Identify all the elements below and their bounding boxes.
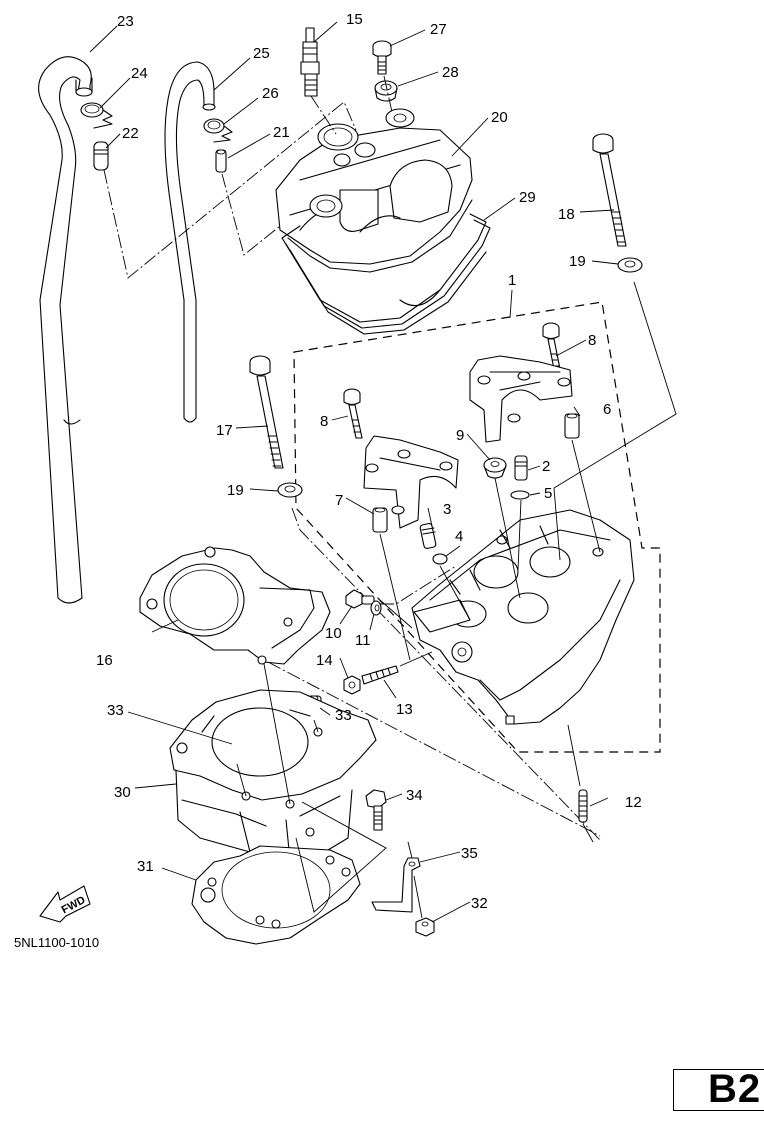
callout-9[interactable]: 9 [456,427,464,444]
drawing-code: 5NL1100-1010 [14,935,99,950]
callout-30[interactable]: 30 [114,784,131,801]
callout-5[interactable]: 5 [544,485,552,502]
cylinder-base-gasket-31[interactable] [191,845,361,945]
o-ring-4[interactable] [432,553,448,565]
callout-10[interactable]: 10 [325,625,342,642]
alignment-line [291,507,601,841]
bolt-8-left[interactable] [343,388,363,439]
dowel-pin-6[interactable] [564,413,580,439]
bracket-35[interactable] [371,857,421,913]
alignment-line [221,173,281,256]
callout-leaders [89,21,619,923]
callout-15[interactable]: 15 [346,11,363,28]
callout-33-left[interactable]: 33 [107,702,124,719]
callout-labels: 23 24 22 25 26 21 15 27 28 20 29 18 19 1… [96,11,642,912]
alignment-line [407,841,423,919]
camshaft-cap-right[interactable] [469,355,573,443]
camshaft-cap-left[interactable] [363,435,459,529]
cylinder-head-1[interactable] [411,509,635,725]
callout-35[interactable]: 35 [461,845,478,862]
bolt-34[interactable] [365,789,387,831]
callout-1[interactable]: 1 [508,272,516,289]
cylinder-head-gasket-16[interactable] [139,546,331,665]
callout-14[interactable]: 14 [316,652,333,669]
callout-6[interactable]: 6 [603,401,611,418]
callout-7[interactable]: 7 [335,492,343,509]
alignment-line [236,663,387,913]
cylinder-head-cover-20[interactable] [275,108,473,273]
breather-hose-23[interactable] [38,56,93,604]
page-label: B2 [708,1067,762,1111]
cylinder-30[interactable] [169,689,377,861]
alignment-line [267,661,601,837]
bolt-10[interactable] [345,589,375,609]
callout-20[interactable]: 20 [491,109,508,126]
breather-fitting-21[interactable] [215,149,227,173]
callout-13[interactable]: 13 [396,701,413,718]
callout-22[interactable]: 22 [122,125,139,142]
page-label-box: B2 [673,1067,764,1111]
hose-fitting-22[interactable] [93,141,109,171]
callout-29[interactable]: 29 [519,189,536,206]
spark-plug-15[interactable] [300,27,320,97]
callout-23[interactable]: 23 [117,13,134,30]
washer-19-left[interactable] [277,482,303,498]
callout-19-left[interactable]: 19 [227,482,244,499]
breather-hose-25[interactable] [164,61,216,423]
callout-16[interactable]: 16 [96,652,113,669]
head-bolt-17[interactable] [249,355,284,469]
washer-19-right[interactable] [617,257,643,273]
cylinder-head-assembly-boundary [293,301,661,753]
bolt-27[interactable] [372,40,392,75]
alignment-line [553,281,677,489]
alignment-line [379,439,601,661]
callout-33-right[interactable]: 33 [335,707,352,724]
hose-clamp-26[interactable] [203,118,233,143]
callout-8-left[interactable]: 8 [320,413,328,430]
cap-9[interactable] [483,457,507,479]
callout-34[interactable]: 34 [406,787,423,804]
callout-4[interactable]: 4 [455,528,463,545]
alignment-line [379,565,471,629]
callout-17[interactable]: 17 [216,422,233,439]
washer-11[interactable] [370,600,382,616]
plug-2[interactable] [514,455,528,481]
stud-bolt-12[interactable] [578,789,588,823]
callout-12[interactable]: 12 [625,794,642,811]
callout-26[interactable]: 26 [262,85,279,102]
callout-32[interactable]: 32 [471,895,488,912]
forward-direction-arrow: FWD [39,885,91,923]
head-cover-gasket-29[interactable] [281,213,491,335]
callout-31[interactable]: 31 [137,858,154,875]
callout-19-right[interactable]: 19 [569,253,586,270]
o-ring-5[interactable] [510,490,530,500]
alignment-line [380,565,457,605]
callout-18[interactable]: 18 [558,206,575,223]
plug-3[interactable] [419,523,437,549]
dowel-pin-7[interactable] [372,507,388,533]
callout-27[interactable]: 27 [430,21,447,38]
alignment-line [383,75,393,113]
callout-11[interactable]: 11 [355,632,371,649]
hose-clamp-24[interactable] [80,102,113,129]
nut-32[interactable] [415,917,435,937]
nut-14[interactable] [343,675,361,695]
callout-28[interactable]: 28 [442,64,459,81]
callout-25[interactable]: 25 [253,45,270,62]
alignment-line [567,724,594,843]
head-bolt-18[interactable] [592,133,627,247]
callout-8-right[interactable]: 8 [588,332,596,349]
callout-3[interactable]: 3 [443,501,451,518]
callout-21[interactable]: 21 [273,124,290,141]
alignment-line [399,651,433,667]
callout-24[interactable]: 24 [131,65,148,82]
callout-2[interactable]: 2 [542,458,550,475]
stud-bolt-13[interactable] [361,665,399,685]
alignment-line [310,95,337,135]
alignment-line [103,101,357,279]
